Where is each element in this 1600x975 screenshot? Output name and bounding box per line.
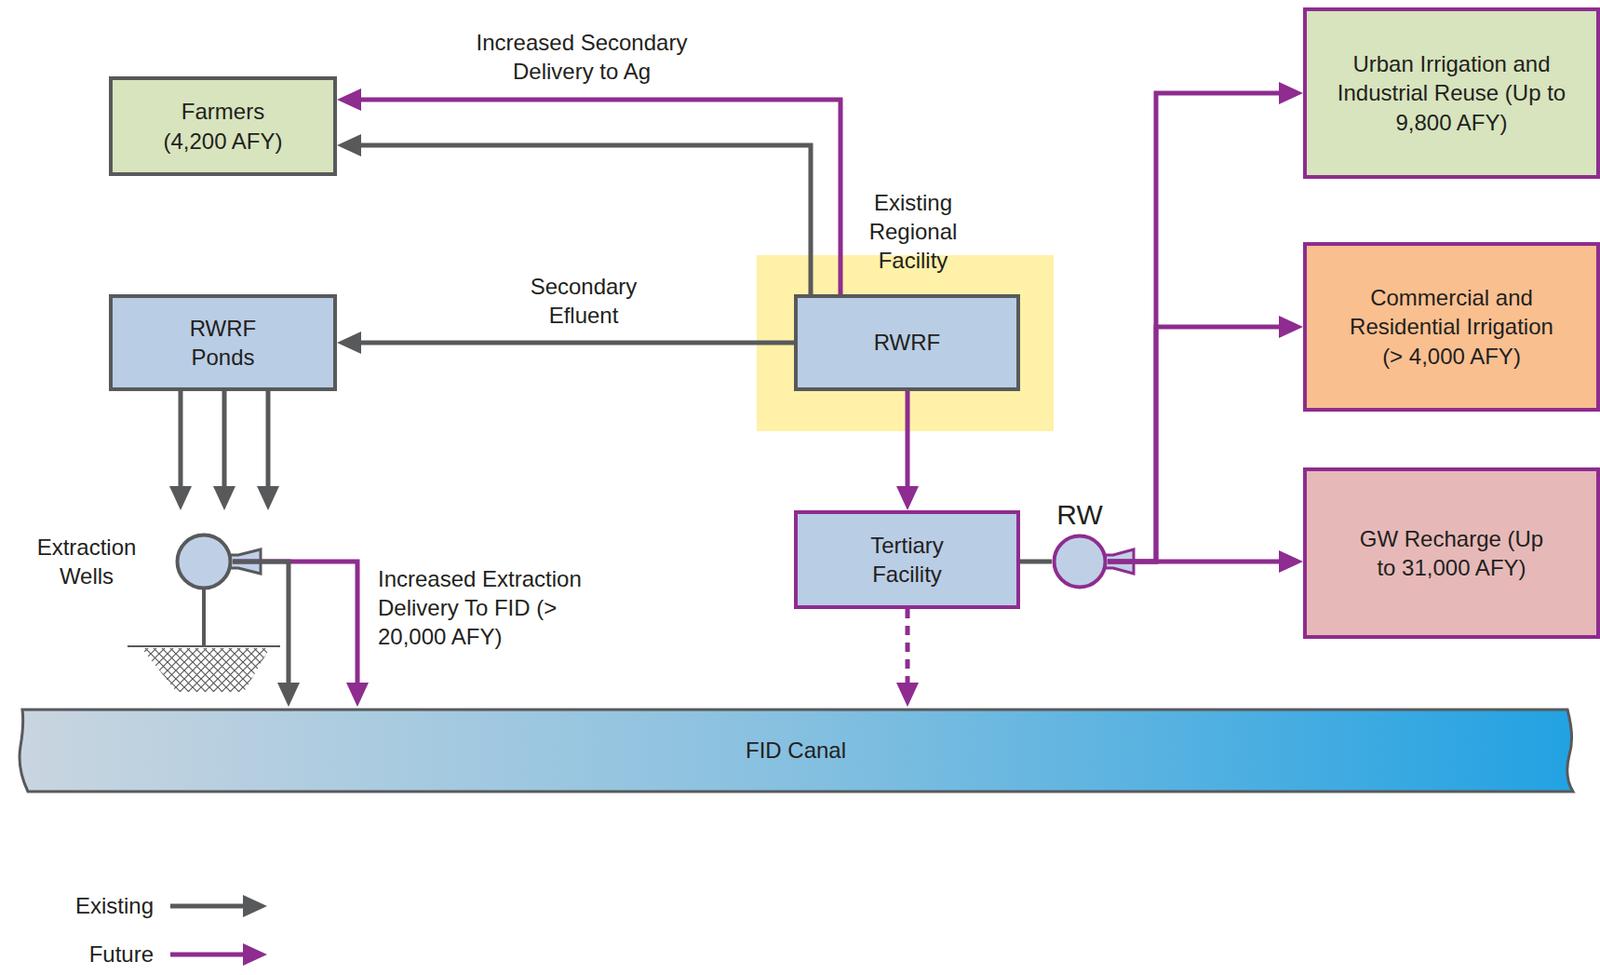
node-label: FID Canal [745,735,847,765]
connector-arrow [1107,326,1279,562]
pump-outline [174,532,233,591]
pump-symbol: RW [1051,533,1108,590]
flow-label: Increased Extraction Delivery To FID (> … [377,564,616,652]
pump-outline [1051,533,1108,590]
ground-hatch [141,647,270,692]
node-label: Tertiary Facility [851,530,964,589]
well-stem [201,588,206,646]
connector-arrow [905,608,911,683]
user-box: GW Recharge (Up to 31,000 AFY) [1303,467,1600,639]
node-label: RWRF Ponds [176,313,270,372]
node-label: RWRF [873,327,942,357]
legend-label: Existing [32,891,154,920]
infiltration-arrow [266,390,271,486]
canal-band: FID Canal [14,706,1577,794]
node-label: GW Recharge (Up to 31,000 AFY) [1351,524,1552,582]
connector-arrow [232,561,289,683]
connector-arrow [905,390,911,486]
ground-line [127,645,281,647]
node-label: Urban Irrigation and Industrial Reuse (U… [1331,49,1574,137]
user-box: Commercial and Residential Irrigation (>… [1303,242,1600,412]
connector-arrow [232,561,358,683]
node-label: RW [1056,498,1103,530]
canal-shape [19,709,1574,792]
infiltration-arrow [178,390,184,486]
user-box: Farmers (4,200 AFY) [108,76,337,176]
node-label: Commercial and Residential Irrigation (>… [1340,282,1564,371]
pump-symbol: Extraction Wells [174,532,233,591]
process-box: Tertiary Facility [793,510,1021,609]
legend-label: Future [32,940,154,969]
legend-sample [170,952,243,957]
infiltration-arrow [222,390,228,486]
flow-label: Secondary Efluent [518,271,649,330]
node-label: Existing Regional Facility [852,188,974,276]
node-label: Extraction Wells [26,532,148,591]
process-box: RWRF [793,294,1021,391]
process-box: RWRF Ponds [108,294,337,391]
legend-sample [170,903,243,909]
pump-circle [177,535,231,589]
node-label: Farmers (4,200 AFY) [150,96,296,155]
flow-label: Increased Secondary Delivery to Ag [460,27,703,86]
connector-arrow [361,340,794,346]
connector-arrow [1020,559,1052,565]
user-box: Urban Irrigation and Industrial Reuse (U… [1303,7,1600,179]
connector-arrow [1107,93,1279,562]
pump-circle [1054,536,1106,588]
connector-arrow [1107,559,1279,565]
